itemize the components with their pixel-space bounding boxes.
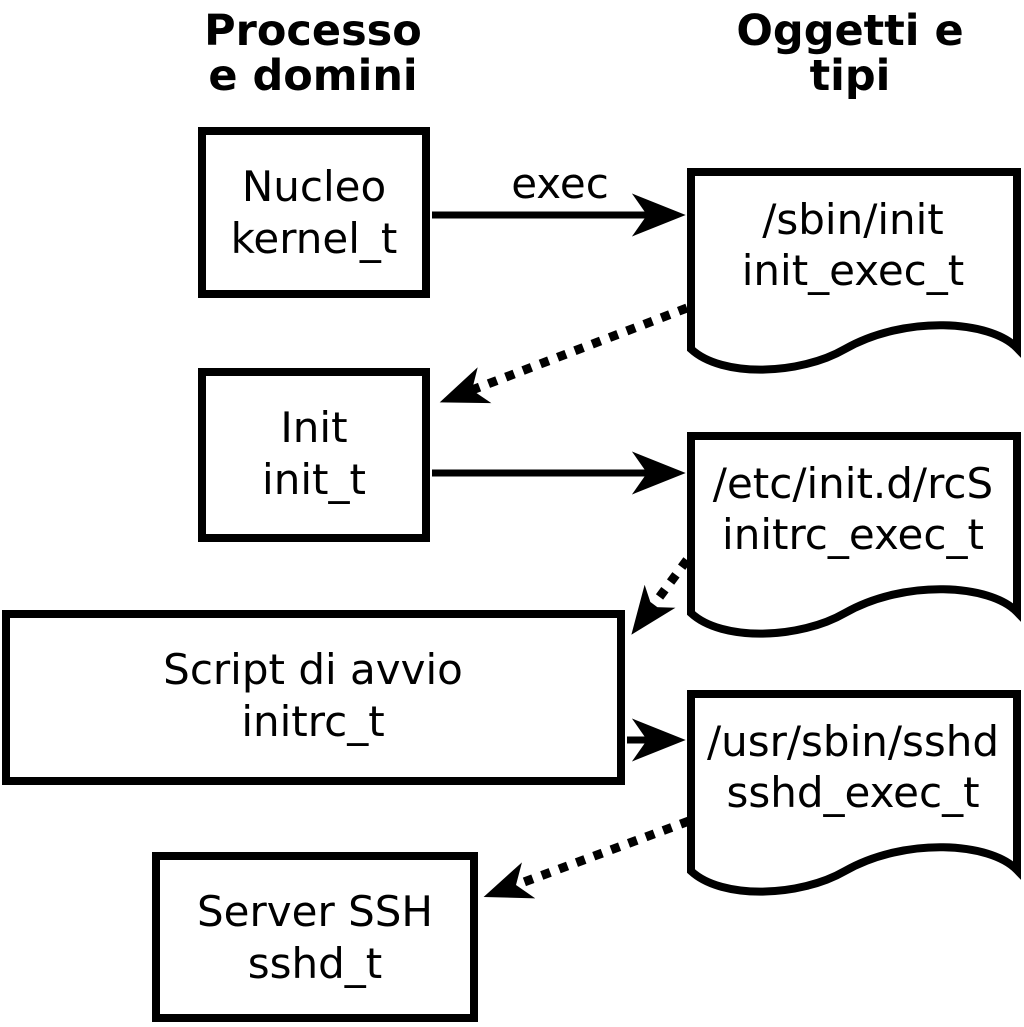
object-doc-init-type: init_exec_t	[742, 246, 965, 295]
object-doc-init: /sbin/init init_exec_t	[687, 168, 1021, 374]
column-header-processes: Processo e domini	[204, 6, 422, 101]
process-box-initrc-label: Script di avvio	[163, 645, 463, 694]
document-shape-icon	[687, 168, 1021, 374]
object-doc-sshd-path: /usr/sbin/sshd	[707, 717, 999, 766]
header-processes-line2: e domini	[208, 51, 417, 101]
process-box-kernel-domain: kernel_t	[231, 214, 398, 263]
object-doc-init-path: /sbin/init	[762, 195, 944, 244]
process-box-kernel-rect	[198, 127, 430, 298]
process-box-init-label: Init	[280, 403, 347, 452]
transition-arrow-to-init-icon	[439, 303, 689, 404]
header-objects-line2: tipi	[810, 51, 891, 101]
process-box-sshd-rect	[152, 852, 478, 1022]
header-processes-line1: Processo	[204, 6, 422, 56]
header-objects-line1: Oggetti e	[736, 6, 963, 56]
document-shape-icon	[687, 432, 1021, 638]
process-box-initrc-rect	[2, 610, 625, 785]
transition-arrow-to-initrc-icon	[631, 557, 691, 635]
document-shape-icon	[687, 690, 1021, 896]
process-box-initrc: Script di avvio initrc_t	[2, 610, 625, 785]
exec-arrow-label: exec	[511, 159, 609, 208]
object-doc-sshd-type: sshd_exec_t	[726, 768, 979, 817]
process-box-sshd-domain: sshd_t	[248, 939, 383, 988]
process-box-sshd: Server SSH sshd_t	[152, 852, 478, 1022]
object-doc-initrc-type: initrc_exec_t	[722, 510, 984, 559]
process-box-kernel-label: Nucleo	[242, 162, 386, 211]
process-box-init-rect	[198, 368, 430, 542]
process-box-init-domain: init_t	[262, 455, 366, 504]
column-header-objects: Oggetti e tipi	[736, 6, 963, 101]
object-doc-sshd: /usr/sbin/sshd sshd_exec_t	[687, 690, 1021, 896]
object-doc-initrc-path: /etc/init.d/rcS	[713, 459, 993, 508]
object-doc-initrc: /etc/init.d/rcS initrc_exec_t	[687, 432, 1021, 638]
process-box-init: Init init_t	[198, 368, 430, 542]
process-box-kernel: Nucleo kernel_t	[198, 127, 430, 298]
process-box-sshd-label: Server SSH	[197, 887, 433, 936]
process-box-initrc-domain: initrc_t	[241, 697, 384, 746]
transition-arrow-to-sshd-icon	[483, 816, 691, 899]
